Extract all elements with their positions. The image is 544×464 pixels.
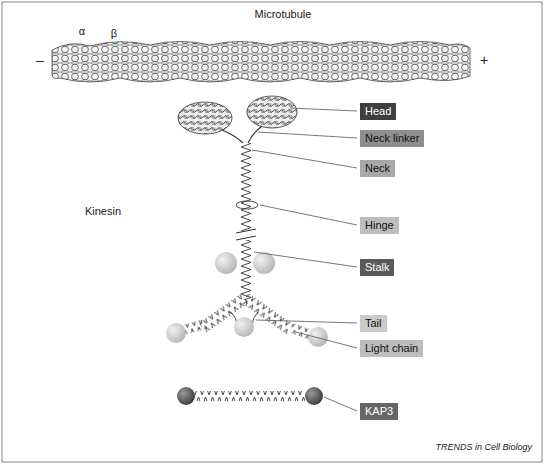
structure-title: Microtubule	[255, 8, 312, 21]
source-credit: TRENDS in Cell Biology	[435, 442, 532, 452]
part-label-box: Stalk	[360, 259, 394, 276]
part-label-box: Neck linker	[360, 130, 424, 147]
kap3-domain	[177, 387, 195, 405]
part-label: Light chain	[365, 342, 418, 354]
leader-line	[324, 397, 357, 411]
leader-line	[254, 252, 357, 267]
part-label-box: KAP3	[360, 403, 398, 420]
break-mark	[236, 229, 256, 240]
leader-line	[258, 132, 357, 138]
leader-line	[252, 150, 357, 168]
polarity-sign: +	[480, 52, 488, 68]
part-label-box: Neck	[360, 160, 395, 177]
leader-lines	[252, 108, 357, 411]
coiled-coil	[239, 143, 251, 231]
part-label: Stalk	[365, 261, 389, 273]
motor-head	[247, 96, 297, 128]
globular-domain	[308, 327, 328, 347]
leader-line	[296, 332, 357, 348]
globular-domain	[253, 252, 275, 274]
hinge-ring	[236, 201, 258, 209]
part-label: Tail	[365, 317, 382, 329]
globular-domain	[215, 252, 237, 274]
leader-line	[256, 320, 357, 323]
part-label-box: Head	[360, 103, 396, 120]
leader-line	[290, 108, 357, 111]
subunit-label: β	[111, 27, 117, 40]
neck-linker	[222, 126, 262, 143]
globular-domain	[166, 323, 186, 343]
part-label: Neck	[365, 162, 390, 174]
kap3-coil	[195, 391, 305, 401]
coiled-coil	[239, 240, 251, 300]
part-label-box: Tail	[360, 315, 387, 332]
motor-head	[178, 102, 232, 134]
globular-domain	[234, 317, 254, 337]
part-label: Hinge	[365, 219, 394, 231]
part-label: Head	[365, 105, 391, 117]
polarity-sign: –	[36, 52, 44, 68]
part-label-box: Light chain	[360, 340, 423, 357]
microtubule	[52, 42, 470, 83]
part-label: KAP3	[365, 405, 393, 417]
protein-label: Kinesin	[85, 205, 121, 218]
kap3-domain	[305, 387, 323, 405]
leader-line	[260, 205, 357, 225]
part-label-box: Hinge	[360, 217, 399, 234]
part-label: Neck linker	[365, 132, 419, 144]
subunit-label: α	[79, 25, 85, 38]
